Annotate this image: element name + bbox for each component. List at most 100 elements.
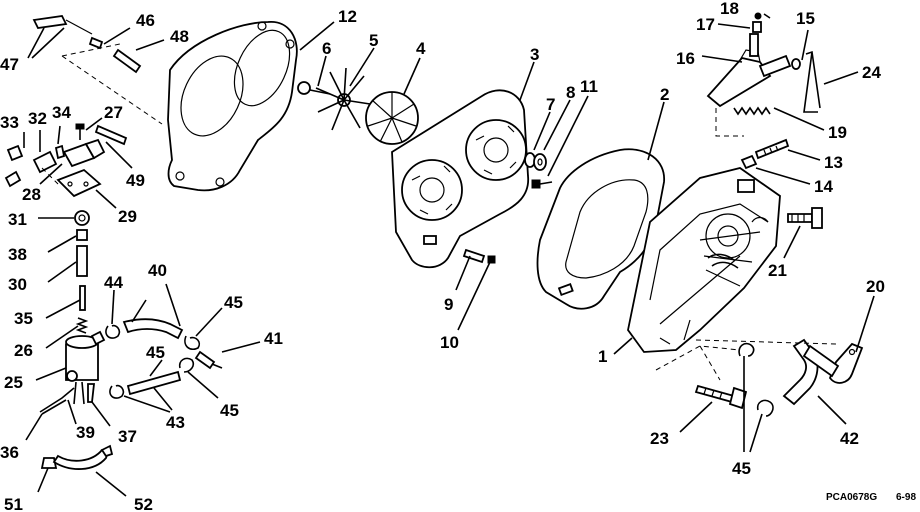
callout-21: 21 — [768, 261, 787, 280]
bolt-21 — [787, 207, 823, 229]
wire-36 — [39, 387, 75, 415]
callout-3: 3 — [530, 45, 539, 64]
fitting-48 — [112, 48, 142, 74]
callout-38: 38 — [8, 245, 27, 264]
plate-29 — [56, 168, 102, 198]
pump-body-3 — [391, 89, 529, 269]
wire-39 — [73, 381, 85, 405]
bracket-20 — [828, 342, 864, 384]
tube-30 — [76, 245, 88, 277]
gasket-12 — [167, 21, 298, 192]
callout-45-mid: 45 — [146, 343, 165, 362]
callout-28: 28 — [22, 185, 41, 204]
fitting-33 — [4, 144, 24, 188]
callout-4: 4 — [416, 39, 426, 58]
callout-8: 8 — [566, 83, 575, 102]
callout-19: 19 — [828, 123, 847, 142]
fitting-41 — [194, 350, 223, 370]
figure-code: PCA0678G — [826, 492, 877, 503]
callout-26: 26 — [14, 341, 33, 360]
callout-9: 9 — [444, 295, 453, 314]
strap-52 — [52, 444, 114, 470]
callout-16: 16 — [676, 49, 695, 68]
cap-18 — [754, 12, 762, 20]
callout-31: 31 — [8, 210, 27, 229]
callout-24: 24 — [862, 63, 881, 82]
callout-41: 41 — [264, 329, 283, 348]
tube-49 — [94, 124, 128, 146]
rod-24 — [803, 50, 821, 113]
valve-disc-4 — [365, 91, 419, 145]
spring-26 — [75, 317, 89, 334]
callout-45-right: 45 — [220, 401, 239, 420]
callout-10: 10 — [440, 333, 459, 352]
bracket-16 — [706, 33, 792, 108]
callout-49: 49 — [126, 171, 145, 190]
callout-2: 2 — [660, 85, 669, 104]
callout-17: 17 — [696, 15, 715, 34]
callout-44: 44 — [104, 273, 123, 292]
pin-35 — [79, 285, 86, 311]
bolt-23 — [694, 384, 748, 410]
callout-43: 43 — [166, 413, 185, 432]
tube-43 — [126, 370, 182, 396]
callout-37: 37 — [118, 427, 137, 446]
screw-27 — [75, 123, 85, 140]
callout-20: 20 — [866, 277, 885, 296]
pin-17 — [752, 21, 762, 33]
callout-15: 15 — [796, 9, 815, 28]
nut-51 — [40, 457, 58, 469]
callout-14: 14 — [814, 177, 833, 196]
valve-body-28 — [62, 138, 106, 168]
hose-40 — [122, 318, 184, 340]
callout-27: 27 — [104, 103, 123, 122]
callout-45-upper: 45 — [224, 293, 243, 312]
callout-11: 11 — [580, 77, 598, 96]
callout-46: 46 — [136, 11, 155, 30]
nipple-32 — [32, 150, 58, 174]
solenoid-25 — [65, 330, 106, 382]
callout-36: 36 — [0, 443, 19, 462]
terminal-37 — [87, 383, 96, 403]
callout-12: 12 — [338, 7, 357, 26]
elbow-34 — [54, 144, 66, 160]
cap-14 — [740, 154, 758, 170]
pin-9 — [462, 248, 486, 264]
callout-47: 47 — [0, 55, 19, 74]
clip-45-lower — [738, 342, 774, 417]
callout-7: 7 — [546, 95, 555, 114]
callout-30: 30 — [8, 275, 27, 294]
callout-5: 5 — [369, 31, 378, 50]
callout-48: 48 — [170, 27, 189, 46]
nut-31 — [74, 210, 90, 226]
callout-33: 33 — [0, 113, 19, 132]
screw-11 — [531, 179, 553, 189]
callout-25: 25 — [4, 373, 23, 392]
cap-38 — [76, 229, 88, 241]
clip-46 — [88, 36, 104, 50]
callout-42: 42 — [840, 429, 859, 448]
figure-date: 6-98 — [896, 492, 916, 503]
callout-numbers: 47 46 48 12 6 5 4 3 7 8 11 2 18 17 16 15… — [0, 0, 885, 512]
clip-45-mid — [109, 357, 195, 399]
callout-18: 18 — [720, 0, 739, 18]
callout-32: 32 — [28, 109, 47, 128]
clip-45-upper — [184, 335, 201, 351]
callout-35: 35 — [14, 309, 33, 328]
callout-23: 23 — [650, 429, 669, 448]
hose-42 — [782, 338, 840, 406]
impeller-5 — [315, 67, 371, 131]
callout-34: 34 — [52, 103, 71, 122]
callout-51: 51 — [4, 495, 23, 512]
callout-45-lower: 45 — [732, 459, 751, 478]
screw-10 — [487, 255, 496, 264]
callout-13: 13 — [824, 153, 843, 172]
pump-housing-1 — [627, 167, 781, 353]
fitting-13 — [754, 138, 790, 160]
callout-39: 39 — [76, 423, 95, 442]
washer-8 — [533, 153, 547, 171]
callout-6: 6 — [322, 39, 331, 58]
callout-29: 29 — [118, 207, 137, 226]
clip-44 — [105, 324, 121, 339]
